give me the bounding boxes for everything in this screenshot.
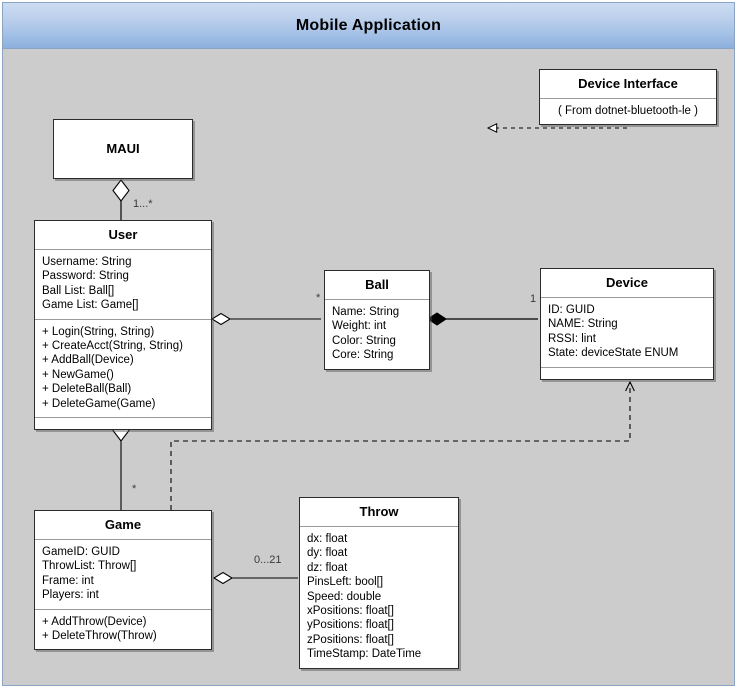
class-name-device: Device [606, 275, 648, 290]
class-operations-game: + AddThrow(Device) + DeleteThrow(Throw) [35, 608, 211, 650]
attribute-row: dz: float [307, 561, 348, 574]
class-box-ball[interactable]: Ball Name: String Weight: int Color: Str… [324, 270, 430, 370]
attribute-row: RSSI: lint [548, 332, 596, 345]
class-attributes-device: ID: GUID NAME: String RSSI: lint State: … [541, 297, 713, 367]
class-attributes-throw: dx: float dy: float dz: float PinsLeft: … [300, 526, 458, 668]
operation-row: + AddThrow(Device) [42, 615, 147, 628]
attribute-row: dy: float [307, 547, 348, 560]
operation-row: + DeleteBall(Ball) [42, 383, 132, 396]
class-extra-compartment-device [541, 366, 713, 379]
attribute-row: ID: GUID [548, 304, 595, 316]
multiplicity-user-game: * [132, 483, 137, 495]
class-box-user[interactable]: User Username: String Password: String B… [34, 220, 212, 431]
connector-user-ball [210, 312, 321, 326]
class-name-game: Game [104, 517, 142, 532]
attribute-row: Username: String [42, 256, 132, 268]
diagram-title-bar: Mobile Application [2, 2, 735, 49]
attribute-row: Players: int [42, 589, 99, 602]
operation-row: + AddBall(Device) [42, 354, 134, 367]
class-box-game[interactable]: Game GameID: GUID ThrowList: Throw[] Fra… [34, 510, 212, 651]
class-name-maui: MAUI [106, 141, 140, 156]
multiplicity-game-throw: 0...21 [254, 554, 282, 566]
class-attributes-ball: Name: String Weight: int Color: String C… [325, 299, 429, 369]
class-extra-compartment-user [35, 417, 211, 429]
class-attributes-user: Username: String Password: String Ball L… [35, 249, 211, 319]
attribute-row: Speed: double [307, 590, 382, 603]
connector-game-throw [212, 571, 298, 585]
attribute-row: PinsLeft: bool[] [307, 576, 384, 589]
attribute-row: Color: String [332, 334, 396, 347]
page-title: Mobile Application [295, 16, 442, 34]
attribute-row: Frame: int [42, 574, 94, 587]
operation-row: + DeleteGame(Game) [42, 397, 156, 410]
connector-game-device [170, 380, 635, 510]
class-name-user: User [108, 227, 138, 242]
connector-ball-device [427, 312, 538, 326]
attribute-row: TimeStamp: DateTime [307, 648, 422, 661]
attribute-row: Weight: int [332, 320, 387, 333]
class-attributes-game: GameID: GUID ThrowList: Throw[] Frame: i… [35, 539, 211, 609]
attribute-row: Password: String [42, 270, 129, 283]
attribute-row: Game List: Game[] [42, 299, 139, 312]
multiplicity-maui-user: 1...* [133, 198, 153, 210]
connector-user-game [112, 419, 130, 510]
class-box-device[interactable]: Device ID: GUID NAME: String RSSI: lint … [540, 268, 714, 380]
attribute-row: NAME: String [548, 318, 618, 331]
attribute-row: Ball List: Ball[] [42, 284, 115, 297]
connector-maui-user [112, 179, 130, 220]
multiplicity-ball-device: 1 [530, 293, 537, 305]
attribute-row: Name: String [332, 306, 400, 318]
class-box-throw[interactable]: Throw dx: float dy: float dz: float Pins… [299, 497, 459, 669]
attribute-row: xPositions: float[] [307, 605, 394, 618]
attribute-row: yPositions: float[] [307, 619, 394, 632]
multiplicity-user-ball: * [316, 292, 321, 304]
class-box-device-interface[interactable]: Device Interface ( From dotnet-bluetooth… [539, 69, 717, 125]
diagram-canvas: MAUI Device Interface ( From dotnet-blue… [2, 49, 735, 686]
operation-row: + DeleteThrow(Throw) [42, 630, 157, 643]
class-name-throw: Throw [359, 504, 399, 519]
operation-row: + Login(String, String) [42, 325, 155, 338]
attribute-row: Core: String [332, 349, 394, 362]
class-name-device-interface: Device Interface [578, 76, 678, 91]
class-stereotype-device-interface: ( From dotnet-bluetooth-le ) [540, 98, 716, 124]
operation-row: + NewGame() [42, 368, 114, 381]
attribute-row: GameID: GUID [42, 546, 120, 558]
attribute-row: dx: float [307, 533, 348, 545]
attribute-row: State: deviceState ENUM [548, 347, 679, 360]
attribute-row: ThrowList: Throw[] [42, 560, 137, 573]
class-box-maui[interactable]: MAUI [53, 119, 193, 179]
operation-row: + CreateAcct(String, String) [42, 340, 183, 353]
attribute-row: zPositions: float[] [307, 633, 394, 646]
class-name-ball: Ball [365, 277, 389, 292]
class-operations-user: + Login(String, String) + CreateAcct(Str… [35, 318, 211, 417]
